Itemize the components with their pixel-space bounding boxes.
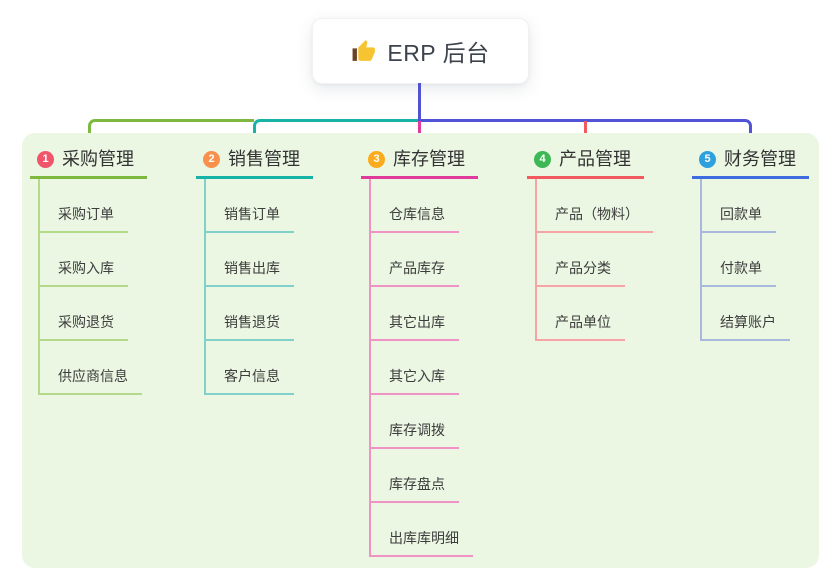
- sub-item-label: 库存调拨: [371, 422, 459, 449]
- sub-item-label: 结算账户: [702, 314, 790, 341]
- sub-item[interactable]: 产品（物料）: [537, 179, 653, 233]
- sub-item[interactable]: 产品单位: [537, 287, 653, 341]
- branch-label: 库存管理: [393, 149, 465, 169]
- branch-number-badge: 4: [534, 150, 551, 168]
- branch-sales: 2 销售管理 销售订单 销售出库 销售退货 客户信息: [196, 148, 356, 395]
- branch-label: 产品管理: [559, 149, 631, 169]
- branch-purchase: 1 采购管理 采购订单 采购入库 采购退货 供应商信息: [30, 148, 190, 395]
- branch-number-badge: 5: [699, 150, 716, 168]
- branch-number-badge: 1: [37, 150, 54, 168]
- sub-item-label: 产品单位: [537, 314, 625, 341]
- sub-item[interactable]: 其它入库: [371, 341, 473, 395]
- sub-item-label: 采购入库: [40, 260, 128, 287]
- sub-item[interactable]: 销售退货: [206, 287, 294, 341]
- sub-item[interactable]: 产品分类: [537, 233, 653, 287]
- sub-item-label: 产品分类: [537, 260, 625, 287]
- branch-inventory: 3 库存管理 仓库信息 产品库存 其它出库 其它入库 库存调拨 库存盘点 出库库…: [361, 148, 521, 557]
- sub-item[interactable]: 出库库明细: [371, 503, 473, 557]
- sub-item-list: 仓库信息 产品库存 其它出库 其它入库 库存调拨 库存盘点 出库库明细: [369, 179, 473, 557]
- sub-item-label: 产品库存: [371, 260, 459, 287]
- branch-header[interactable]: 3 库存管理: [361, 148, 478, 179]
- sub-item-label: 回款单: [702, 206, 776, 233]
- sub-item[interactable]: 库存盘点: [371, 449, 473, 503]
- sub-item-list: 产品（物料） 产品分类 产品单位: [535, 179, 653, 341]
- branch-product: 4 产品管理 产品（物料） 产品分类 产品单位: [527, 148, 687, 341]
- branch-header[interactable]: 5 财务管理: [692, 148, 809, 179]
- branch-header[interactable]: 1 采购管理: [30, 148, 147, 179]
- sub-item-label: 库存盘点: [371, 476, 459, 503]
- sub-item[interactable]: 供应商信息: [40, 341, 142, 395]
- sub-item-label: 客户信息: [206, 368, 294, 395]
- sub-item-label: 销售订单: [206, 206, 294, 233]
- sub-item[interactable]: 采购订单: [40, 179, 142, 233]
- mindmap-panel: [22, 133, 819, 568]
- branch-number-badge: 2: [203, 150, 220, 168]
- sub-item[interactable]: 客户信息: [206, 341, 294, 395]
- sub-item[interactable]: 销售订单: [206, 179, 294, 233]
- sub-item-label: 产品（物料）: [537, 206, 653, 233]
- sub-item-label: 采购退货: [40, 314, 128, 341]
- sub-item[interactable]: 采购退货: [40, 287, 142, 341]
- branch-header[interactable]: 2 销售管理: [196, 148, 313, 179]
- branch-label: 销售管理: [228, 149, 300, 169]
- sub-item-label: 销售退货: [206, 314, 294, 341]
- root-title: ERP 后台: [387, 40, 490, 66]
- sub-item[interactable]: 仓库信息: [371, 179, 473, 233]
- sub-item[interactable]: 回款单: [702, 179, 790, 233]
- branch-header[interactable]: 4 产品管理: [527, 148, 644, 179]
- sub-item-label: 采购订单: [40, 206, 128, 233]
- sub-item[interactable]: 采购入库: [40, 233, 142, 287]
- branch-number-badge: 3: [368, 150, 385, 168]
- sub-item-list: 回款单 付款单 结算账户: [700, 179, 790, 341]
- sub-item[interactable]: 结算账户: [702, 287, 790, 341]
- sub-item-label: 付款单: [702, 260, 776, 287]
- sub-item-label: 其它入库: [371, 368, 459, 395]
- sub-item-label: 其它出库: [371, 314, 459, 341]
- sub-item[interactable]: 付款单: [702, 233, 790, 287]
- sub-item[interactable]: 销售出库: [206, 233, 294, 287]
- sub-item-label: 出库库明细: [371, 530, 473, 557]
- root-node[interactable]: ERP 后台: [312, 18, 529, 84]
- sub-item-label: 供应商信息: [40, 368, 142, 395]
- sub-item[interactable]: 库存调拨: [371, 395, 473, 449]
- sub-item[interactable]: 产品库存: [371, 233, 473, 287]
- sub-item-list: 销售订单 销售出库 销售退货 客户信息: [204, 179, 294, 395]
- branch-finance: 5 财务管理 回款单 付款单 结算账户: [692, 148, 839, 341]
- sub-item-list: 采购订单 采购入库 采购退货 供应商信息: [38, 179, 142, 395]
- sub-item-label: 仓库信息: [371, 206, 459, 233]
- sub-item[interactable]: 其它出库: [371, 287, 473, 341]
- branch-label: 采购管理: [62, 149, 134, 169]
- root-stem-line: [418, 83, 421, 122]
- branch-label: 财务管理: [724, 149, 796, 169]
- thumbs-up-icon: [352, 39, 376, 61]
- sub-item-label: 销售出库: [206, 260, 294, 287]
